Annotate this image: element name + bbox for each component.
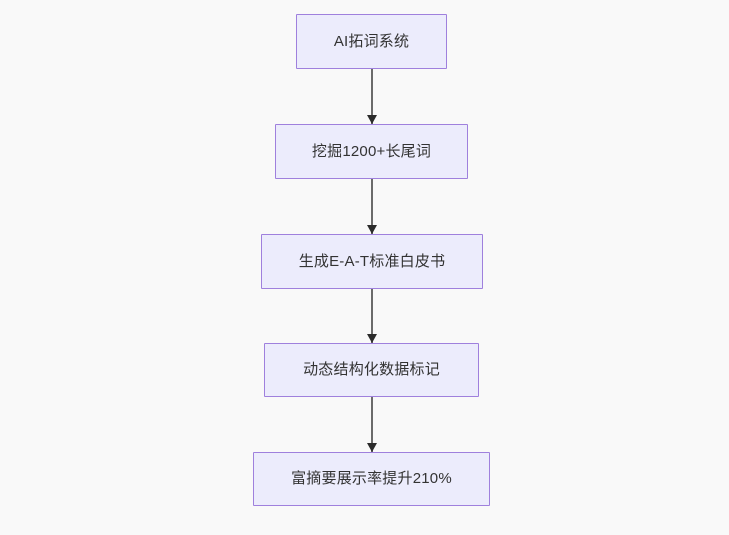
arrowhead-icon (367, 443, 377, 452)
flow-node-dynamic-structured-data-markup[interactable]: 动态结构化数据标记 (264, 343, 479, 397)
arrowhead-icon (367, 334, 377, 343)
flow-node-label: AI拓词系统 (333, 32, 410, 50)
flow-node-rich-snippet-impression-lift[interactable]: 富摘要展示率提升210% (253, 452, 490, 506)
flow-node-ai-keyword-system[interactable]: AI拓词系统 (296, 14, 447, 69)
flow-node-label: 挖掘1200+长尾词 (311, 142, 432, 160)
flow-node-generate-eat-whitepaper[interactable]: 生成E-A-T标准白皮书 (261, 234, 483, 289)
edge-line (371, 69, 373, 124)
flow-edge-4-to-5 (367, 397, 377, 452)
flow-edge-2-to-3 (367, 179, 377, 234)
flow-node-mine-longtail-keywords[interactable]: 挖掘1200+长尾词 (275, 124, 468, 179)
flow-edge-3-to-4 (367, 289, 377, 343)
flow-node-label: 富摘要展示率提升210% (291, 470, 452, 487)
flow-edge-1-to-2 (367, 69, 377, 124)
edge-line (371, 179, 373, 234)
arrowhead-icon (367, 115, 377, 124)
edge-line (371, 397, 373, 452)
flow-node-label: 生成E-A-T标准白皮书 (298, 252, 446, 270)
arrowhead-icon (367, 225, 377, 234)
edge-line (371, 289, 373, 343)
flow-node-label: 动态结构化数据标记 (303, 361, 440, 378)
